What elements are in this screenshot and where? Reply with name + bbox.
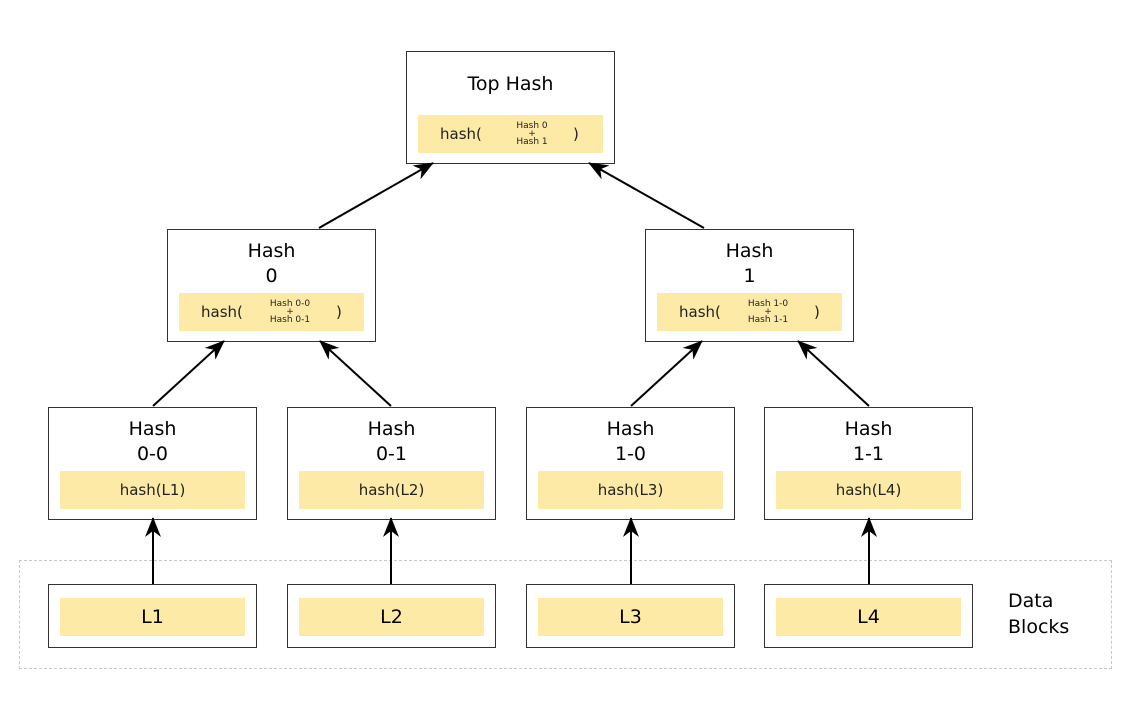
data-block-label: L3	[619, 606, 642, 628]
hash-1-0-title: Hash 1-0	[527, 417, 734, 467]
data-block-l2: L2	[287, 584, 496, 648]
hash-1-1-formula: hash(L4)	[776, 471, 961, 509]
data-blocks-label-line2: Blocks	[1008, 616, 1070, 638]
data-block-l1: L1	[48, 584, 257, 648]
arrow-hash0-to-top	[318, 162, 434, 229]
hash-0-0-title-line1: Hash	[128, 418, 177, 440]
hash-1-1-title-line1: Hash	[844, 418, 893, 440]
data-block-label: L4	[857, 606, 880, 628]
hash-1-0-formula: hash(L3)	[538, 471, 723, 509]
data-block-l4-fill: L4	[776, 598, 961, 636]
operand-top: Hash 0	[516, 121, 548, 131]
top-hash-title: Top Hash	[467, 73, 554, 95]
hash-fn-label: hash(L2)	[358, 481, 425, 499]
operand-plus: +	[528, 129, 536, 139]
hash-operands: Hash 1-0 + Hash 1-1	[743, 299, 793, 325]
operand-top: Hash 1-0	[747, 299, 789, 309]
hash-fn-label: hash(	[201, 303, 243, 321]
arrow-hash01-to-hash0	[319, 340, 392, 407]
data-blocks-region	[19, 560, 1112, 669]
data-block-l2-fill: L2	[299, 598, 484, 636]
hash-close-paren: )	[814, 303, 820, 321]
hash-fn-label: hash(L1)	[119, 481, 186, 499]
data-block-l3-fill: L3	[538, 598, 723, 636]
hash-0-title-line1: Hash	[247, 240, 296, 262]
hash-fn-label: hash(	[440, 125, 482, 143]
hash-operands: Hash 0 + Hash 1	[510, 121, 554, 147]
hash-0-1-title-line1: Hash	[367, 418, 416, 440]
hash-1-title-line2: 1	[743, 265, 756, 287]
hash-0-0-title-line2: 0-0	[136, 443, 169, 465]
data-blocks-label: Data Blocks	[1008, 588, 1069, 640]
operand-bottom: Hash 1	[516, 137, 548, 147]
hash-0-node: Hash 0 hash( Hash 0-0 + Hash 0-1 )	[167, 229, 376, 342]
arrow-hash11-to-hash1	[797, 340, 870, 407]
operand-bottom: Hash 1-1	[747, 315, 789, 325]
arrow-hash00-to-hash0	[152, 340, 225, 407]
hash-1-1-title-line2: 1-1	[852, 443, 885, 465]
hash-0-0-node: Hash 0-0 hash(L1)	[48, 407, 257, 520]
hash-1-title-line1: Hash	[725, 240, 774, 262]
hash-close-paren: )	[336, 303, 342, 321]
data-block-label: L2	[380, 606, 403, 628]
hash-1-title: Hash 1	[646, 239, 853, 289]
top-hash-formula: hash( Hash 0 + Hash 1 )	[418, 115, 603, 153]
hash-0-formula: hash( Hash 0-0 + Hash 0-1 )	[179, 293, 364, 331]
hash-0-title: Hash 0	[168, 239, 375, 289]
hash-1-0-node: Hash 1-0 hash(L3)	[526, 407, 735, 520]
hash-1-1-title: Hash 1-1	[765, 417, 972, 467]
hash-1-0-title-line2: 1-0	[614, 443, 647, 465]
data-block-l4: L4	[764, 584, 973, 648]
hash-fn-label: hash(	[679, 303, 721, 321]
data-block-l1-fill: L1	[60, 598, 245, 636]
hash-0-title-line2: 0	[265, 265, 278, 287]
hash-0-1-title: Hash 0-1	[288, 417, 495, 467]
operand-plus: +	[286, 307, 294, 317]
hash-fn-label: hash(L4)	[835, 481, 902, 499]
operand-top: Hash 0-0	[269, 299, 311, 309]
operand-bottom: Hash 0-1	[269, 315, 311, 325]
hash-operands: Hash 0-0 + Hash 0-1	[265, 299, 315, 325]
hash-1-1-node: Hash 1-1 hash(L4)	[764, 407, 973, 520]
top-hash-node: Top Hash hash( Hash 0 + Hash 1 )	[406, 51, 615, 164]
hash-0-0-title: Hash 0-0	[49, 417, 256, 467]
hash-fn-label: hash(L3)	[597, 481, 664, 499]
hash-0-0-formula: hash(L1)	[60, 471, 245, 509]
hash-1-formula: hash( Hash 1-0 + Hash 1-1 )	[657, 293, 842, 331]
hash-1-0-title-line1: Hash	[606, 418, 655, 440]
data-block-label: L1	[141, 606, 164, 628]
hash-close-paren: )	[573, 125, 579, 143]
hash-0-1-title-line2: 0-1	[375, 443, 408, 465]
arrow-hash10-to-hash1	[630, 340, 703, 407]
hash-1-node: Hash 1 hash( Hash 1-0 + Hash 1-1 )	[645, 229, 854, 342]
hash-0-1-formula: hash(L2)	[299, 471, 484, 509]
operand-plus: +	[764, 307, 772, 317]
data-blocks-label-line1: Data	[1008, 590, 1054, 612]
arrow-hash1-to-top	[588, 162, 705, 229]
data-block-l3: L3	[526, 584, 735, 648]
